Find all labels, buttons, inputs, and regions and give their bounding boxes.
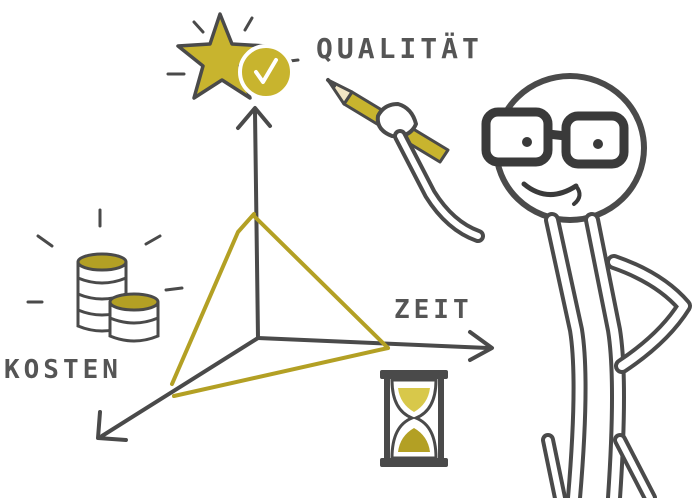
- short-coin-stack: [108, 292, 160, 343]
- sand-top: [398, 388, 430, 412]
- time-axis-arrowhead: [468, 330, 494, 362]
- hand: [375, 102, 418, 139]
- triangle-edge-time-cost: [172, 346, 390, 398]
- quality-axis-arrowhead: [236, 106, 272, 130]
- hourglass-top-cap: [380, 370, 448, 379]
- stick-figure: [326, 73, 692, 498]
- smile: [521, 181, 579, 197]
- triangle-edge-quality-time: [252, 214, 390, 350]
- check-badge: [238, 44, 294, 100]
- checkmark-icon: [254, 58, 278, 84]
- cost-axis: [100, 336, 260, 438]
- triangle-edge-cost-quality: [170, 212, 256, 386]
- star-check-icon: [166, 12, 300, 100]
- star-icon: [176, 12, 268, 100]
- cost-label: KOSTEN: [4, 355, 122, 385]
- project-triangle: [170, 212, 390, 398]
- time-axis: [256, 336, 490, 350]
- quality-axis: [253, 110, 260, 340]
- coin-stacks-icon: [26, 208, 184, 343]
- hourglass-bottom-cap: [380, 458, 448, 467]
- quality-label: QUALITÄT: [316, 31, 483, 65]
- axes: [96, 106, 494, 442]
- time-label: ZEIT: [394, 295, 473, 325]
- hourglass-icon: [380, 370, 448, 467]
- cost-axis-arrowhead: [96, 410, 128, 442]
- sand-bottom: [398, 428, 430, 452]
